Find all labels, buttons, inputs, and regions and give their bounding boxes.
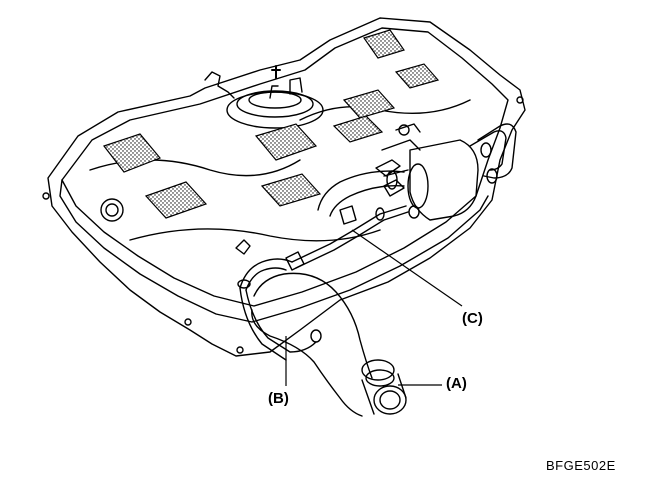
- tank-panel: [342, 89, 396, 119]
- filler-neck-hose: [251, 309, 363, 417]
- sender-fitting: [269, 85, 279, 99]
- leveling-pipe: [295, 211, 409, 269]
- tank-panel: [260, 173, 322, 207]
- filler-neck-body: [397, 373, 407, 399]
- tank-side-wall: [59, 179, 489, 323]
- tank-panel: [394, 63, 440, 89]
- hose-bracket: [235, 239, 251, 255]
- bolt-hole: [236, 346, 244, 354]
- bolt-hole: [42, 192, 50, 200]
- sender-terminal: [271, 65, 281, 79]
- tank-panel: [254, 123, 318, 161]
- return-pipe: [469, 130, 507, 171]
- callout-label-a: (A): [446, 375, 467, 392]
- leveling-pipe-clip: [375, 207, 385, 221]
- tank-panel: [332, 115, 384, 143]
- bolt-hole: [105, 203, 119, 217]
- breather-hose: [239, 287, 287, 361]
- breather-hose: [245, 267, 287, 291]
- return-pipe: [477, 123, 517, 179]
- hose-clamp: [310, 329, 322, 343]
- tank-ridge: [129, 228, 381, 242]
- canister-end: [407, 163, 429, 209]
- bolt-hole: [100, 198, 124, 222]
- callout-label-c: (C): [462, 310, 483, 327]
- canister-port: [398, 124, 410, 136]
- breather-hose: [245, 289, 317, 353]
- filler-neck-opening-inner: [379, 390, 401, 410]
- fuel-sender-cap: [236, 90, 314, 118]
- connector-hose: [375, 159, 401, 177]
- pipe-clamp: [480, 142, 492, 158]
- hose-clamp: [237, 279, 251, 289]
- callout-label-b: (B): [268, 390, 289, 407]
- sender-connector: [204, 71, 235, 99]
- leveling-pipe-joint: [339, 205, 357, 225]
- figure-code: BFGE502E: [546, 458, 616, 473]
- vapor-hose: [317, 170, 405, 211]
- sender-fitting: [289, 77, 303, 95]
- pipe-clamp: [486, 168, 498, 184]
- breather-hose: [239, 258, 293, 289]
- bolt-hole: [184, 318, 192, 326]
- tank-top-surface: [61, 27, 509, 307]
- tank-panel: [103, 133, 161, 173]
- bolt-hole: [516, 96, 524, 104]
- leveling-pipe-clip: [408, 205, 420, 219]
- tank-panel: [144, 181, 208, 219]
- filler-neck-opening: [373, 385, 407, 415]
- filler-neck-body: [361, 379, 375, 415]
- canister-bracket: [395, 123, 421, 133]
- leveling-pipe: [291, 205, 407, 263]
- leader-line-c: [351, 229, 463, 307]
- connector-hose: [383, 179, 405, 197]
- fuel-sender-ring: [248, 91, 302, 109]
- leveling-pipe-joint: [285, 251, 305, 271]
- filler-neck-clamp: [361, 359, 395, 381]
- tank-panel: [363, 29, 405, 59]
- filler-neck-hose: [253, 272, 373, 379]
- filler-neck-clamp: [365, 369, 395, 387]
